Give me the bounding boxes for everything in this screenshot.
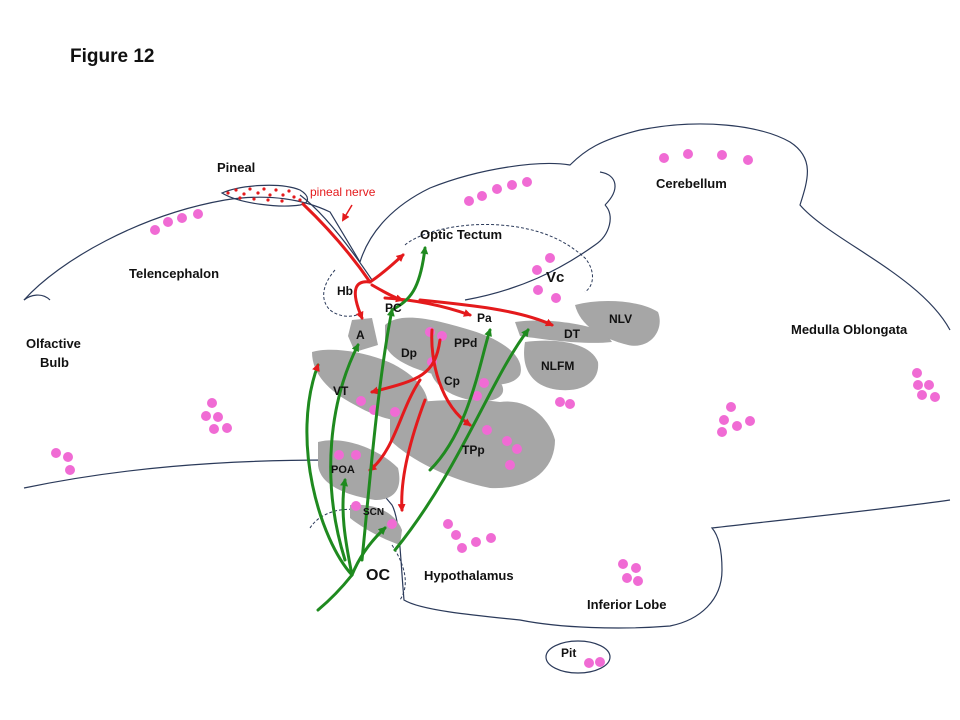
- label-medulla-oblongata: Medulla Oblongata: [791, 322, 908, 337]
- label-bulb: Bulb: [40, 355, 69, 370]
- label-pineal: Pineal: [217, 160, 255, 175]
- pineal-nerve-pointer: [341, 204, 353, 222]
- label-vc: Vc: [546, 269, 564, 286]
- label-dt: DT: [564, 327, 581, 341]
- nucleus-nlv: [575, 300, 660, 346]
- label-scn: SCN: [363, 507, 384, 518]
- green-to-a: [329, 343, 360, 562]
- nucleus-dt: [515, 320, 612, 343]
- nucleus-nlfm: [524, 340, 599, 391]
- red-pathways: [301, 202, 554, 512]
- label-olfactive: Olfactive: [26, 336, 81, 351]
- label-poa: POA: [331, 464, 355, 476]
- green-to-vt: [305, 363, 354, 577]
- pink-dots: [51, 149, 940, 668]
- red-to-tpp: [430, 328, 472, 427]
- tectal-ventricle: [404, 223, 593, 293]
- green-to-pc: [360, 308, 395, 562]
- red-to-optic-tectum: [368, 253, 405, 284]
- label-dp: Dp: [401, 346, 417, 360]
- nucleus-dp-ppd: [385, 317, 521, 385]
- green-pathways: [305, 246, 530, 612]
- label-inferior-lobe: Inferior Lobe: [587, 597, 666, 612]
- label-vt: VT: [333, 384, 349, 398]
- label-nlv: NLV: [609, 312, 632, 326]
- label-oc: OC: [366, 567, 390, 584]
- pineal-outline: [220, 184, 309, 207]
- green-to-scn: [350, 526, 387, 577]
- label-hypothalamus: Hypothalamus: [424, 568, 514, 583]
- label-pineal-nerve: pineal nerve: [310, 185, 376, 199]
- label-optic-tectum: Optic Tectum: [420, 227, 502, 242]
- green-to-optic-tectum: [390, 246, 429, 312]
- label-nlfm: NLFM: [541, 359, 574, 373]
- nucleus-scn: [350, 504, 402, 545]
- nucleus-vt: [312, 349, 429, 422]
- red-to-poa: [368, 378, 422, 472]
- figure-title: Figure 12: [70, 46, 154, 67]
- label-pc: PC: [385, 301, 402, 315]
- red-to-scn: [397, 398, 427, 512]
- nucleus-cp: [430, 367, 504, 402]
- green-to-dt: [393, 328, 530, 552]
- label-ppd: PPd: [454, 336, 477, 350]
- label-hb: Hb: [337, 284, 353, 298]
- dorsal-outline: [23, 123, 951, 331]
- green-to-pa: [428, 328, 492, 472]
- red-to-pa: [383, 296, 472, 317]
- pineal-red-dots: [226, 187, 302, 203]
- label-pa: Pa: [477, 311, 492, 325]
- tectum-inner: [464, 204, 611, 301]
- label-cerebellum: Cerebellum: [656, 176, 727, 191]
- pituitary-outline: [545, 640, 611, 674]
- pineal-stalk: [299, 194, 373, 281]
- label-pit: Pit: [561, 646, 576, 660]
- green-root: [316, 573, 354, 612]
- red-to-vt: [370, 338, 442, 395]
- red-to-dt: [418, 298, 554, 327]
- red-to-hb: [353, 280, 372, 320]
- label-cp: Cp: [444, 374, 460, 388]
- label-tpp: TPp: [462, 443, 485, 457]
- cerebellum-fold: [599, 171, 616, 206]
- green-to-poa: [340, 478, 354, 577]
- label-a: A: [356, 328, 365, 342]
- pineal-nerve-tract: [301, 202, 372, 284]
- label-telencephalon: Telencephalon: [129, 266, 219, 281]
- hb-region: [323, 269, 363, 317]
- olfactory-bulb-outline: [23, 294, 51, 301]
